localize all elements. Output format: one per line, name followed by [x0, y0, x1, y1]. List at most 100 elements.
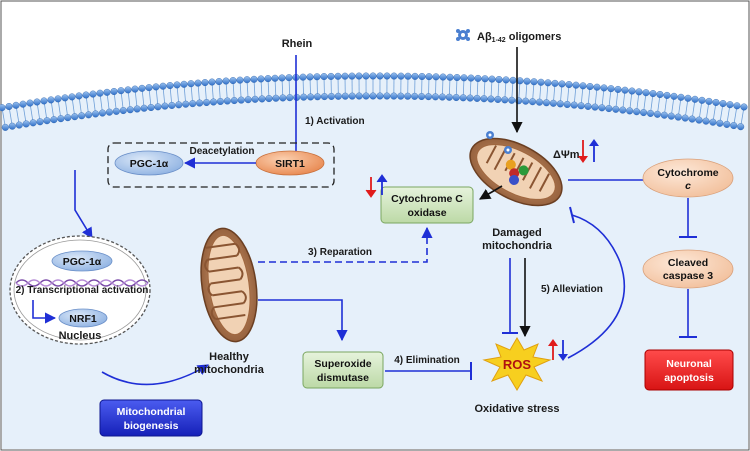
lipid-tail — [699, 103, 702, 118]
lipid-tail — [155, 89, 159, 104]
lipid-head — [8, 122, 16, 130]
lipid-head — [161, 102, 169, 110]
lipid-head — [460, 74, 468, 82]
damaged-mitochondria-icon — [469, 137, 563, 207]
lipid-head — [147, 104, 155, 112]
lipid-tail — [706, 104, 709, 119]
lipid-head — [355, 92, 363, 100]
ros-burst — [482, 337, 552, 391]
lipid-head — [64, 114, 72, 122]
lipid-head — [180, 80, 188, 88]
lipid-head — [670, 92, 678, 100]
lipid-head — [577, 102, 585, 110]
cleaved-caspase3-oval — [642, 249, 734, 289]
lipid-head — [600, 84, 608, 92]
lipid-head — [201, 79, 209, 87]
lipid-head — [640, 109, 648, 117]
lipid-head — [251, 95, 259, 103]
lipid-head — [649, 90, 657, 98]
lipid-head — [278, 74, 286, 82]
lipid-head — [61, 94, 69, 102]
lipid-tail — [712, 105, 716, 120]
lipid-head — [730, 122, 738, 130]
lipid-head — [152, 83, 160, 91]
lipid-head — [529, 98, 537, 106]
lipid-tail — [469, 81, 472, 96]
lipid-head — [126, 106, 134, 114]
lipid-head — [168, 101, 176, 109]
lipid-head — [369, 72, 377, 80]
lipid-head — [667, 112, 675, 120]
lipid-head — [173, 81, 181, 89]
lipid-head — [355, 72, 363, 80]
lipid-tail — [455, 80, 458, 95]
lipid-head — [159, 82, 167, 90]
lipid-head — [279, 94, 287, 102]
lipid-head — [244, 96, 252, 104]
lipid-tail — [253, 82, 256, 97]
lipid-tail — [664, 98, 668, 113]
lipid-head — [621, 86, 629, 94]
lipid-head — [54, 95, 62, 103]
healthy-mito-label-1: Healthy — [209, 351, 250, 363]
delta-psi-label: ΔΨm — [553, 149, 580, 161]
cytc-label-1: Cytochrome — [657, 167, 718, 179]
nucleus-label: Nucleus — [59, 330, 102, 342]
lipid-head — [646, 109, 654, 117]
lipid-tail — [169, 88, 172, 103]
lipid-tail — [511, 83, 514, 98]
lipid-head — [628, 87, 636, 95]
lipid-head — [12, 101, 20, 109]
sod-label-1: Superoxide — [314, 358, 371, 370]
lipid-tail — [497, 82, 500, 97]
oxidative-stress-label: Oxidative stress — [475, 403, 560, 415]
lipid-head — [702, 117, 710, 125]
damaged-abeta-icon-2 — [504, 146, 512, 154]
lipid-head — [362, 92, 370, 100]
caspase-label-1: Cleaved — [668, 257, 708, 269]
damaged-label-1: Damaged — [492, 227, 542, 239]
healthy-mito-label-2: mitochondria — [194, 364, 265, 376]
lipid-head — [376, 72, 384, 80]
lipid-head — [445, 93, 453, 101]
lipid-tail — [232, 83, 235, 98]
lipid-head — [22, 120, 30, 128]
lipid-head — [133, 105, 141, 113]
lipid-tail — [183, 87, 186, 102]
lipid-tail — [560, 86, 563, 101]
lipid-head — [558, 80, 566, 88]
lipid-head — [237, 96, 245, 104]
transcription-arrow — [32, 300, 57, 324]
lipid-head — [390, 92, 398, 100]
lipid-head — [92, 110, 100, 118]
lipid-head — [438, 93, 446, 101]
lipid-head — [334, 92, 342, 100]
lipid-head — [314, 93, 322, 101]
lipid-tail — [113, 94, 117, 109]
lipid-head — [716, 119, 724, 127]
lipid-tail — [678, 100, 681, 115]
lipid-head — [522, 97, 530, 105]
lipid-head — [29, 119, 37, 127]
lipid-head — [698, 96, 706, 104]
lipid-head — [203, 99, 211, 107]
lipid-head — [390, 72, 398, 80]
lipid-head — [572, 81, 580, 89]
lipid-head — [369, 92, 377, 100]
lipid-head — [26, 99, 34, 107]
lipid-tail — [483, 81, 486, 96]
lipid-head — [726, 101, 734, 109]
lipid-tail — [574, 88, 577, 103]
lipid-head — [452, 94, 460, 102]
lipid-head — [480, 95, 488, 103]
lipid-head — [265, 95, 273, 103]
lipid-head — [425, 93, 433, 101]
lipid-tail — [72, 99, 75, 114]
lipid-head — [633, 108, 641, 116]
lipid-tail — [79, 98, 82, 113]
mito-to-sod-arrow — [258, 299, 348, 342]
lipid-head — [397, 92, 405, 100]
sirt1-label: SIRT1 — [275, 158, 305, 170]
